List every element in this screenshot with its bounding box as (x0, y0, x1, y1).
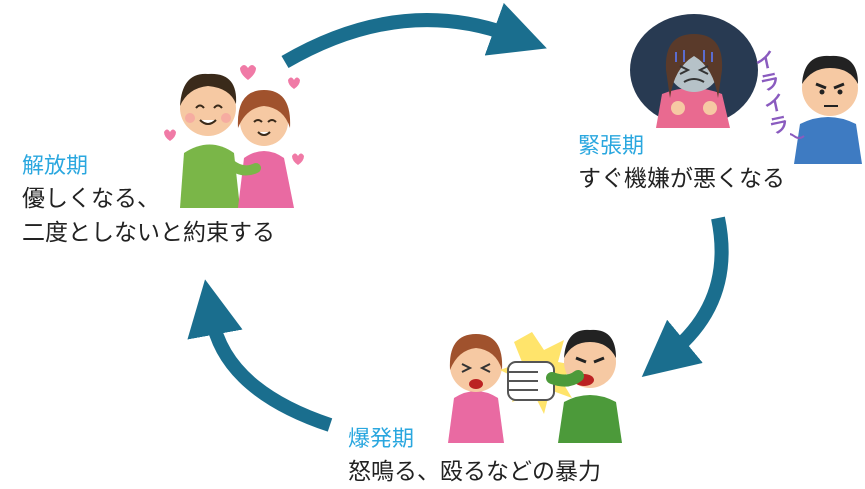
happy-couple-illustration (164, 65, 304, 208)
phase-title: 緊張期 (578, 134, 645, 159)
arrow-release-to-tension (281, 2, 547, 69)
phase-release: 解放期 優しくなる、 二度としないと約束する (22, 152, 275, 250)
phase-description-line: 二度としないと約束する (22, 220, 275, 246)
phase-explosion: 爆発期 怒鳴る、殴るなどの暴力 (348, 425, 601, 489)
phase-description-line: 怒鳴る、殴るなどの暴力 (348, 459, 601, 485)
punch-illustration (448, 329, 622, 443)
arrow-tension-to-explosion (641, 216, 729, 377)
phase-title: 解放期 (22, 154, 89, 179)
phase-title: 爆発期 (348, 427, 415, 452)
angry-man-illustration (790, 55, 862, 164)
tense-woman-illustration (630, 14, 758, 128)
phase-tension: 緊張期 すぐ機嫌が悪くなる (578, 132, 785, 196)
arrow-explosion-to-release (187, 279, 333, 432)
phase-description-line: すぐ機嫌が悪くなる (578, 166, 785, 192)
phase-description-line: 優しくなる、 (22, 186, 160, 212)
